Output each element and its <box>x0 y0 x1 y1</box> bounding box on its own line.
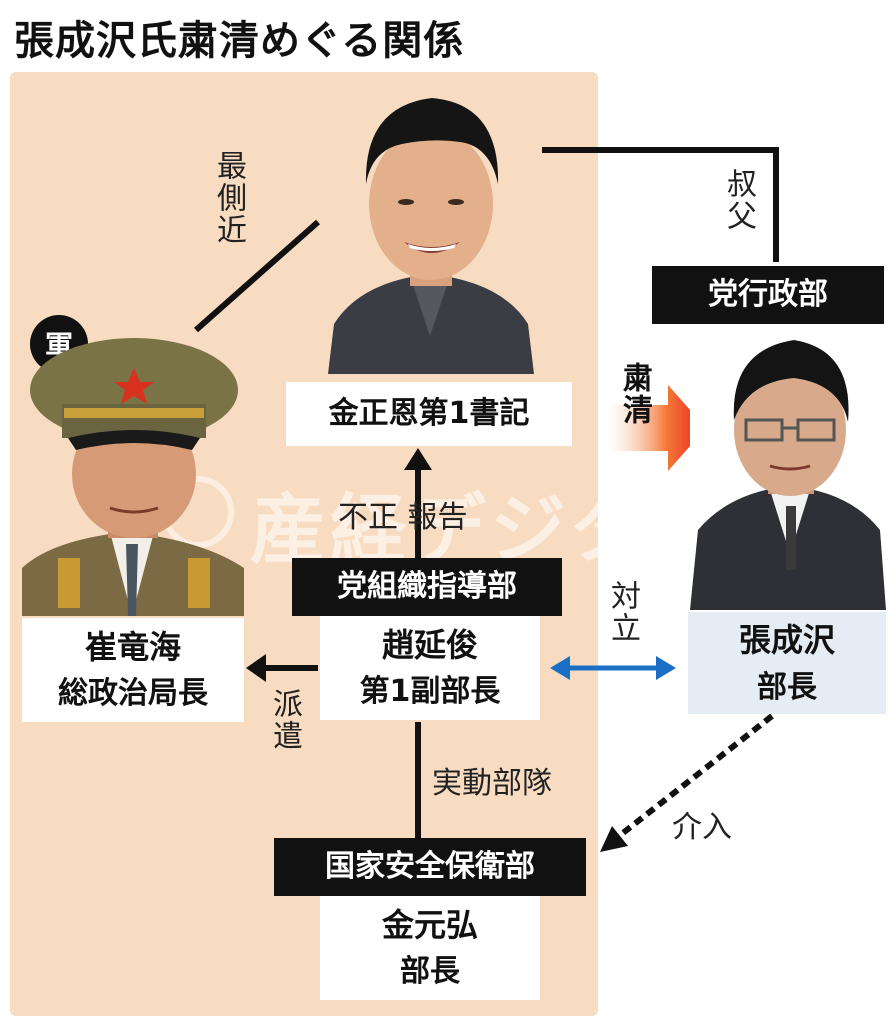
kim-jong-un-name: 金正恩第1書記 <box>328 396 530 431</box>
purge-label: 粛清 <box>617 362 652 426</box>
uncle-label: 叔父 <box>721 168 756 232</box>
jo-yon-jun-name: 趙延俊 <box>381 626 478 664</box>
jo-yon-jun-title: 第1副部長 <box>359 674 501 709</box>
choe-ryong-hae-title: 総政治局長 <box>58 676 208 711</box>
closest-aide-label: 最側近 <box>211 150 246 246</box>
false-report-label: 不正 報告 <box>338 500 468 535</box>
jang-song-thaek-photo <box>690 330 886 610</box>
dispatch-label: 派遣 <box>267 688 302 752</box>
state-security-dept-label: 国家安全保衛部 <box>325 849 535 884</box>
jang-song-thaek-name-box: 張成沢 部長 <box>688 612 886 714</box>
intervention-arrowhead <box>600 826 628 852</box>
choe-ryong-hae-name-box: 崔竜海 総政治局長 <box>22 618 244 722</box>
opposition-arrowhead-right <box>656 656 676 680</box>
dispatch-arrowhead <box>246 654 266 682</box>
choe-ryong-hae-photo <box>22 318 244 616</box>
page-title: 張成沢氏粛清めぐる関係 <box>14 18 465 64</box>
intervention-arrow <box>612 713 774 843</box>
party-admin-dept-box: 党行政部 <box>652 266 884 324</box>
opposition-arrowhead-left <box>550 656 570 680</box>
kim-won-hong-title: 部長 <box>400 954 460 989</box>
kim-won-hong-name: 金元弘 <box>381 906 478 944</box>
action-unit-label: 実動部隊 <box>432 766 552 801</box>
party-org-dept-box: 党組織指導部 <box>292 558 562 616</box>
jang-song-thaek-name: 張成沢 <box>738 621 835 659</box>
jo-yon-jun-box: 趙延俊 第1副部長 <box>320 616 540 720</box>
choe-ryong-hae-name: 崔竜海 <box>84 628 181 666</box>
state-security-dept-box: 国家安全保衛部 <box>274 838 586 896</box>
kim-won-hong-box: 金元弘 部長 <box>320 896 540 1000</box>
party-org-dept-label: 党組織指導部 <box>337 569 517 604</box>
opposition-label: 対立 <box>605 580 640 644</box>
kim-jong-un-photo <box>320 86 542 374</box>
report-arrowhead <box>404 448 432 470</box>
jang-song-thaek-title: 部長 <box>757 670 817 705</box>
party-admin-dept-label: 党行政部 <box>708 277 828 312</box>
kim-jong-un-name-box: 金正恩第1書記 <box>286 382 572 446</box>
closest-aide-line <box>194 219 320 333</box>
uncle-line <box>518 147 779 262</box>
purge-arrow <box>606 385 706 471</box>
intervention-label: 介入 <box>672 810 732 845</box>
